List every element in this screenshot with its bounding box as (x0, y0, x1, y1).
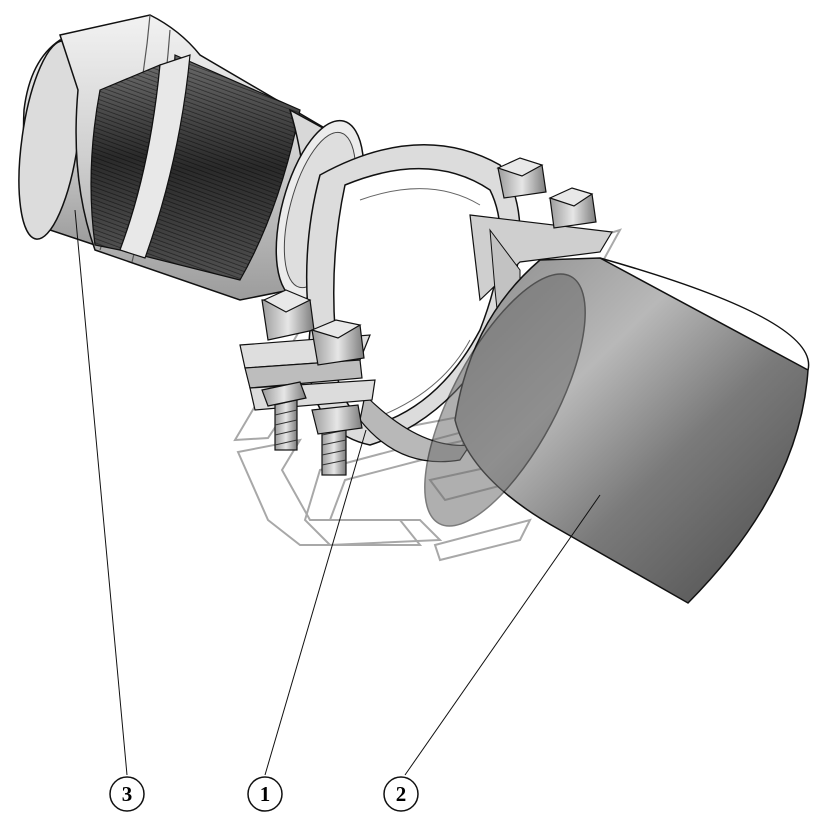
bolt-front-right (310, 319, 365, 476)
bolt-back-right (548, 187, 597, 229)
callout-markers: 3 1 2 (109, 776, 419, 812)
bolt-front-left (261, 289, 315, 451)
callout-2-label: 2 (396, 782, 407, 806)
callout-1: 1 (247, 776, 283, 812)
callout-3-label: 3 (122, 782, 133, 806)
bolt-back-left (496, 157, 547, 199)
callout-2: 2 (383, 776, 419, 812)
leader-line-3 (74, 209, 128, 776)
leader-lines (74, 209, 601, 776)
callout-3: 3 (109, 776, 145, 812)
leader-line-1 (264, 429, 367, 776)
exhaust-pipe-part-2 (424, 257, 810, 604)
leader-line-2 (404, 494, 601, 776)
callout-1-label: 1 (260, 782, 271, 806)
